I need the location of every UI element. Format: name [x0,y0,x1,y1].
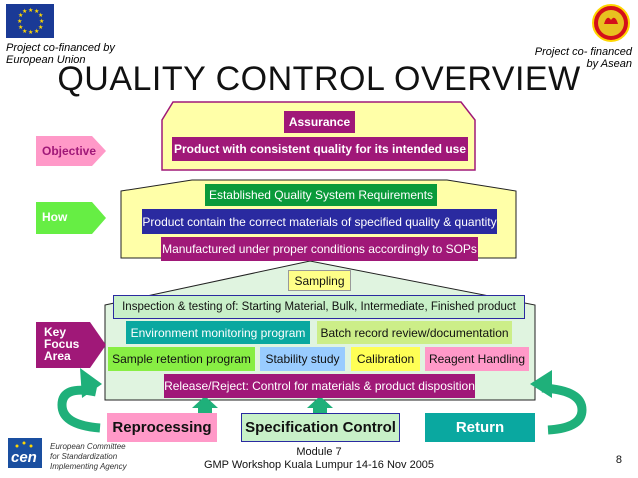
cen-logo: cen [8,438,42,468]
correct-materials-box: Product contain the correct materials of… [142,209,497,234]
svg-text:★: ★ [22,8,27,15]
svg-text:★: ★ [34,28,39,35]
batch-record-box: Batch record review/documentation [317,321,512,344]
key-focus-label-line-3: Area [44,349,71,363]
svg-text:★: ★ [34,8,39,15]
environment-monitoring-box: Environment monitoring program [126,321,310,344]
svg-text:★: ★ [28,7,33,14]
cen-credit-line-2: for Standardization [50,452,118,461]
reprocessing-box: Reprocessing [107,413,217,442]
eu-credit: Project co-financed by European Union [6,42,115,66]
sample-retention-box: Sample retention program [108,347,255,371]
asean-emblem-icon [598,10,624,36]
release-reject-box: Release/Reject: Control for materials & … [164,374,475,398]
eu-stars-icon: ★★★ ★★★ ★★★ ★★★ [17,7,44,36]
return-box: Return [425,413,535,442]
proper-conditions-box: Manufactured under proper conditions acc… [161,237,478,261]
svg-text:★: ★ [18,12,23,19]
how-label: How [42,210,68,224]
footer-workshop: GMP Workshop Kuala Lumpur 14-16 Nov 2005 [203,459,435,471]
key-focus-label: Key Focus Area [44,326,79,362]
page-number: 8 [615,454,622,466]
calibration-box: Calibration [351,347,420,371]
quality-system-box: Established Quality System Requirements [205,184,437,206]
cen-emblem-icon [8,438,42,468]
cen-logo-text: cen [11,449,37,466]
asean-logo [592,4,630,42]
objective-label-arrow: Objective [36,136,106,166]
sampling-box: Sampling [288,270,351,291]
key-focus-label-arrow: Key Focus Area [36,322,106,368]
svg-text:★: ★ [38,24,43,31]
cen-credit-line-3: Implementing Agency [50,462,127,471]
inspection-box: Inspection & testing of: Starting Materi… [113,295,525,319]
eu-flag-logo: ★★★ ★★★ ★★★ ★★★ [6,4,54,38]
asean-credit: Project co- financed by Asean [535,46,632,70]
how-label-arrow: How [36,202,106,234]
cen-credit-line-1: European Committee [50,442,126,451]
key-focus-label-line-1: Key [44,325,67,339]
svg-text:★: ★ [18,24,23,31]
svg-text:★: ★ [38,12,43,19]
svg-text:★: ★ [22,28,27,35]
stability-study-box: Stability study [260,347,345,371]
eu-credit-line-2: European Union [6,54,86,66]
svg-text:★: ★ [28,29,33,36]
cen-credit: European Committee for Standardization I… [50,442,127,472]
objective-statement-box: Product with consistent quality for its … [172,137,468,161]
specification-control-box: Specification Control [241,413,400,442]
objective-label: Objective [42,144,97,158]
asean-credit-line-1: Project co- financed [534,46,632,58]
footer-module: Module 7 [296,446,342,458]
svg-text:★: ★ [17,18,22,25]
assurance-box: Assurance [284,111,355,133]
svg-text:★: ★ [39,18,44,25]
asean-credit-line-2: by Asean [586,58,632,70]
reagent-handling-box: Reagent Handling [425,347,529,371]
page-title: QUALITY CONTROL OVERVIEW [57,60,581,98]
eu-credit-line-1: Project co-financed by [6,42,115,54]
key-focus-label-line-2: Focus [44,337,80,351]
